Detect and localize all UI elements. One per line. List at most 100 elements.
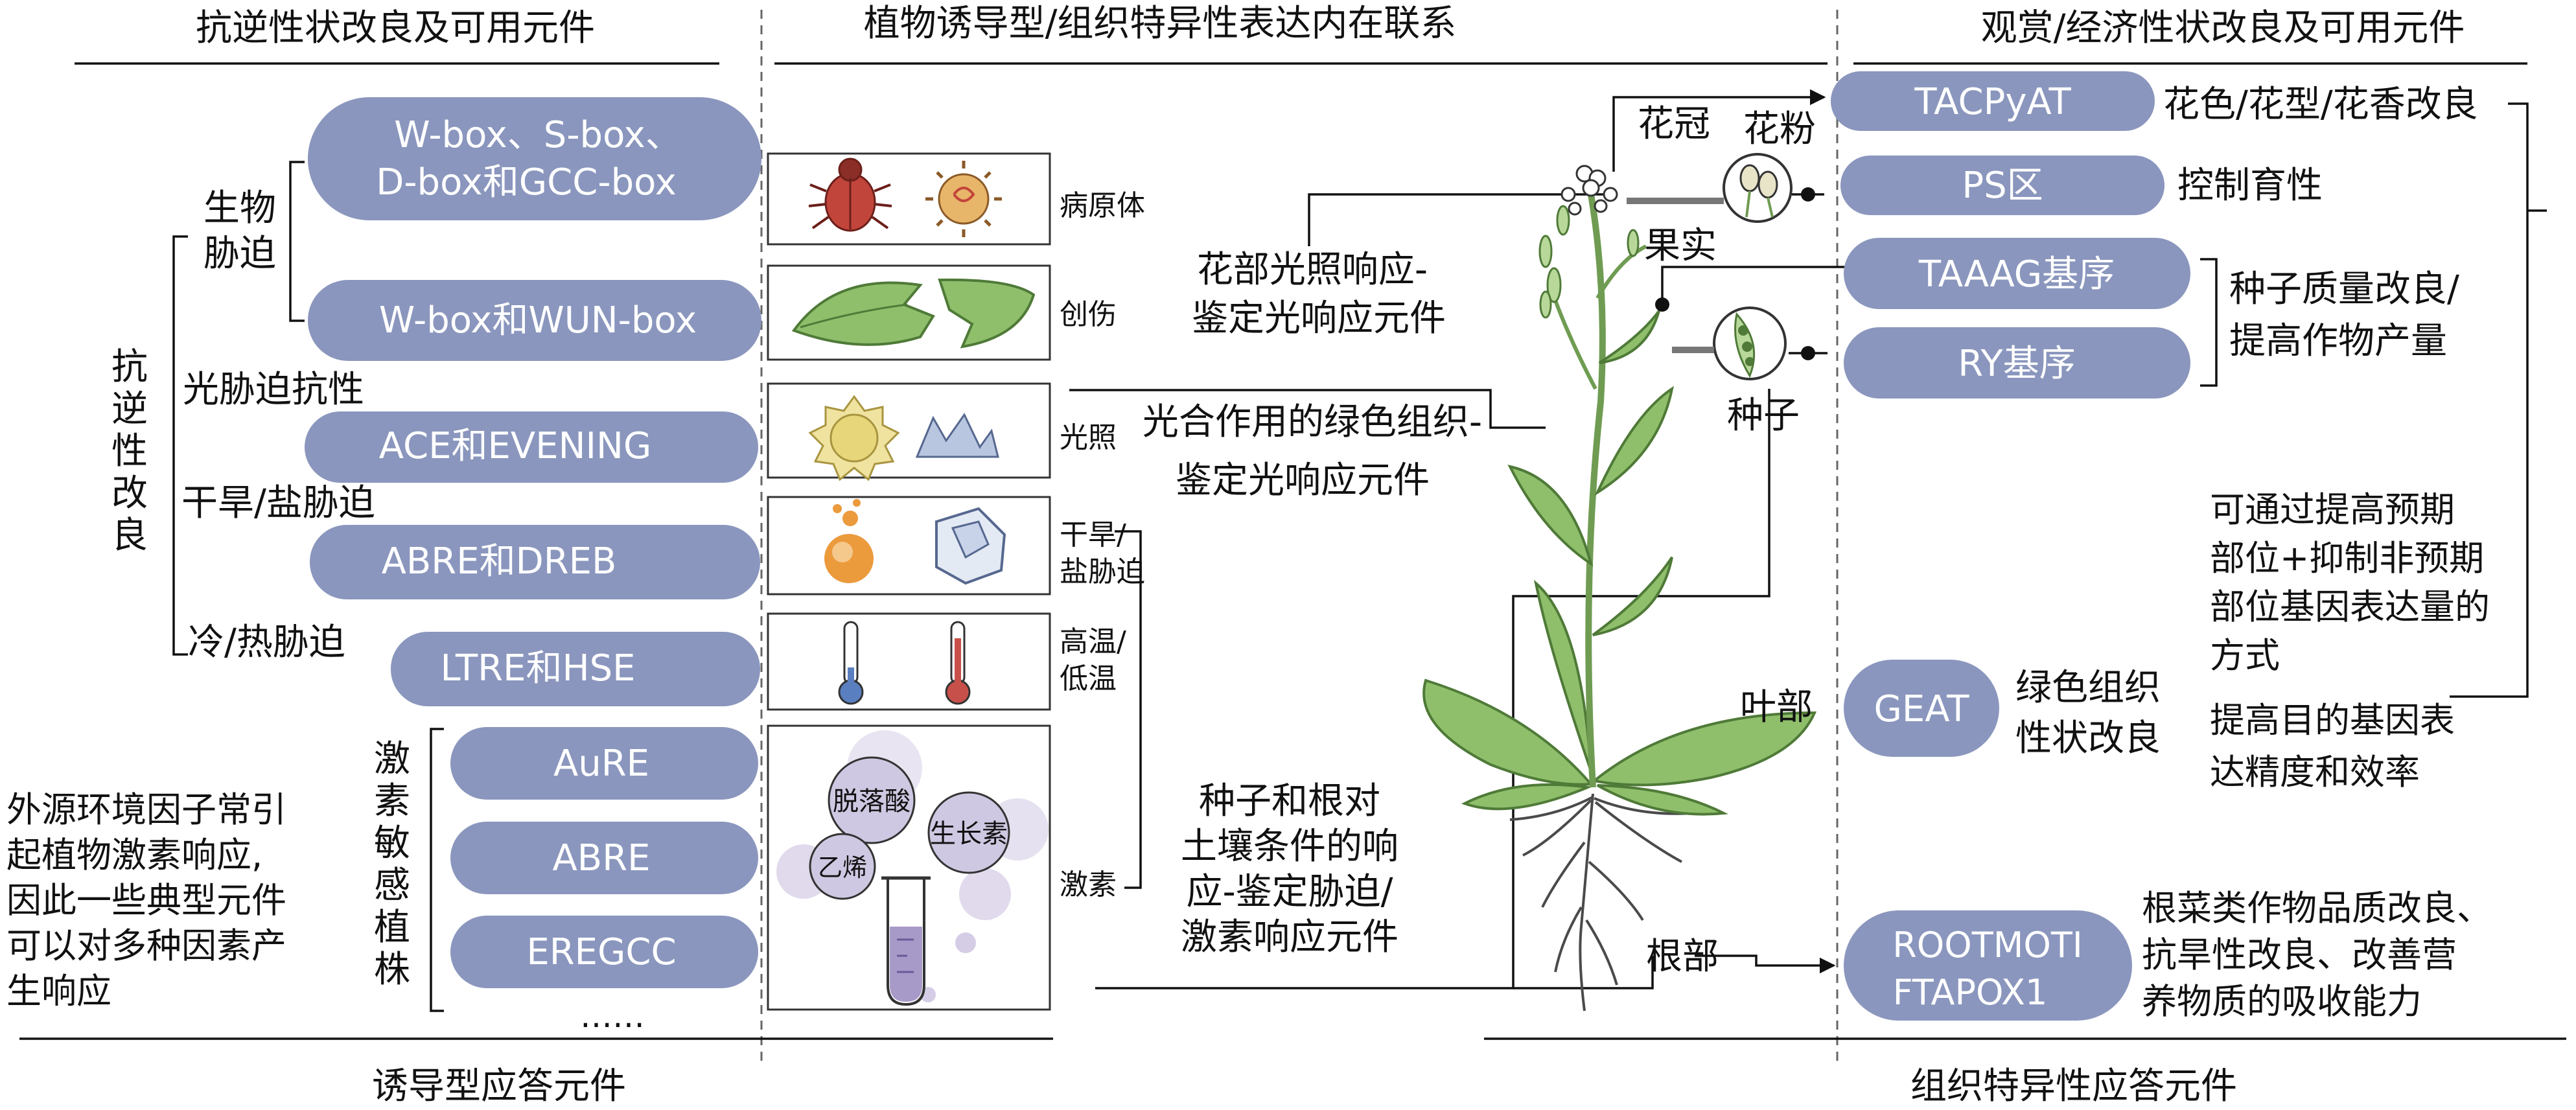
- light-stress-label: 光胁迫抗性: [183, 369, 364, 411]
- svg-text:起植物激素响应,: 起植物激素响应,: [6, 835, 262, 875]
- factor-bracket: [1115, 530, 1142, 889]
- svg-text:抗: 抗: [111, 346, 148, 388]
- right-outer-bracket: [2450, 102, 2529, 698]
- seed-quality-text-2: 提高作物产量: [2229, 320, 2447, 362]
- svg-text:ABRE: ABRE: [552, 837, 650, 879]
- seed-quality-bracket: [2200, 258, 2218, 387]
- factor-label-wound: 创伤: [1060, 298, 1117, 331]
- dot-pollen: [1801, 187, 1815, 202]
- svg-text:TACPyAT: TACPyAT: [1914, 81, 2071, 123]
- factor-box-temperature: [767, 612, 1051, 711]
- factor-label-drought-2: 盐胁迫: [1060, 555, 1145, 588]
- bug-icon: [808, 157, 892, 232]
- pill-ace: ACE和EVENING: [305, 411, 758, 483]
- pill-wbox: W-box、S-box、 D-box和GCC-box: [308, 97, 761, 220]
- svg-text:激素响应元件: 激素响应元件: [1181, 916, 1398, 958]
- seed-magnifier-icon: [1713, 306, 1787, 380]
- svg-text:部位基因表达量的: 部位基因表达量的: [2210, 586, 2490, 627]
- footer-left: 诱导型应答元件: [372, 1065, 626, 1107]
- svg-text:乙烯: 乙烯: [818, 853, 867, 882]
- svg-text:W-box和WUN-box: W-box和WUN-box: [379, 299, 697, 341]
- strategy-text: 可通过提高预期 部位+抑制非预期 部位基因表达量的 方式: [2210, 489, 2490, 676]
- svg-text:素: 素: [374, 780, 410, 822]
- svg-text:ACE和EVENING: ACE和EVENING: [379, 425, 652, 467]
- pill-tacpyat: TACPyAT: [1831, 71, 2155, 131]
- pill-abre: ABRE: [450, 822, 758, 894]
- pill-ps: PS区: [1840, 156, 2164, 215]
- arrow-fruit-taaag: [1661, 259, 1910, 301]
- test-tube-icon: [881, 876, 931, 1006]
- svg-text:株: 株: [374, 949, 410, 991]
- factor-label-drought-1: 干旱/: [1060, 518, 1126, 551]
- svg-text:ROOTMOTI: ROOTMOTI: [1892, 925, 2083, 965]
- footer-right: 组织特异性应答元件: [1910, 1065, 2237, 1107]
- svg-text:土壤条件的响: 土壤条件的响: [1181, 826, 1398, 868]
- pill-abre-dreb: ABRE和DREB: [310, 525, 760, 599]
- svg-text:性: 性: [111, 430, 148, 472]
- svg-text:敏: 敏: [374, 822, 410, 864]
- label-fruit: 果实: [1644, 225, 1717, 267]
- factor-label-pathogen: 病原体: [1060, 189, 1145, 222]
- torn-leaf-icon: [791, 278, 1036, 349]
- dot-fruit: [1655, 297, 1669, 312]
- precision-text-1: 提高目的基因表: [2210, 700, 2455, 741]
- dot-seed: [1801, 346, 1815, 360]
- arrow-corolla-tacpyat: [1612, 89, 1826, 172]
- pill-taaag: TAAAG基序: [1844, 238, 2190, 309]
- svg-text:脱落酸: 脱落酸: [833, 787, 911, 816]
- lightning-icon: [915, 413, 999, 458]
- svg-text:生响应: 生响应: [6, 971, 111, 1012]
- temp-stress-label: 冷/热胁迫: [188, 621, 345, 664]
- green-trait-text-1: 绿色组织: [2015, 667, 2161, 709]
- svg-text:根菜类作物品质改良、: 根菜类作物品质改良、: [2142, 888, 2492, 929]
- hormone-vertical-label: 激 素 敏 感 植 株: [374, 738, 410, 991]
- svg-text:LTRE和HSE: LTRE和HSE: [440, 647, 635, 689]
- flower-light-connector: [1308, 193, 1607, 246]
- svg-text:TAAAG基序: TAAAG基序: [1918, 253, 2115, 295]
- elements-ellipsis: ……: [580, 997, 645, 1035]
- fertility-text: 控制育性: [2177, 165, 2323, 207]
- left-main-bracket: [172, 235, 188, 656]
- arrow-root-rootmoti: [1695, 954, 1836, 974]
- salt-crystal-icon: [935, 507, 1006, 585]
- thermometer-cold-icon: [838, 621, 864, 705]
- svg-text:部位+抑制非预期: 部位+抑制非预期: [2210, 538, 2484, 579]
- header-left: 抗逆性状改良及可用元件: [196, 7, 595, 49]
- svg-text:激: 激: [374, 738, 410, 780]
- svg-text:FTAPOX1: FTAPOX1: [1893, 972, 2048, 1013]
- svg-text:方式: 方式: [2210, 635, 2280, 676]
- svg-text:抗旱性改良、改善营: 抗旱性改良、改善营: [2142, 934, 2457, 975]
- pill-eregcc: EREGCC: [450, 916, 758, 988]
- plant-illustration: [1422, 165, 1817, 1012]
- header-middle: 植物诱导型/组织特异性表达内在联系: [864, 3, 1457, 45]
- factor-box-light: [767, 382, 1051, 481]
- pill-ltre: LTRE和HSE: [391, 632, 760, 706]
- green-tissue-text-2: 鉴定光响应元件: [1176, 459, 1430, 502]
- pill-aure: AuRE: [450, 727, 758, 800]
- water-drop-icon: [824, 499, 874, 583]
- bio-stress-label-1: 生物: [203, 187, 276, 229]
- factor-label-hormone: 激素: [1060, 868, 1117, 901]
- hormone-bracket: [430, 728, 444, 1012]
- svg-text:应-鉴定胁迫/: 应-鉴定胁迫/: [1186, 871, 1393, 913]
- svg-text:感: 感: [374, 864, 410, 907]
- factor-label-temp-1: 高温/: [1060, 625, 1126, 658]
- flower-cluster: [1561, 165, 1618, 216]
- label-seed: 种子: [1727, 395, 1800, 437]
- flower-light-text-1: 花部光照响应-: [1197, 249, 1428, 291]
- svg-text:良: 良: [111, 515, 148, 557]
- svg-text:EREGCC: EREGCC: [526, 931, 676, 973]
- svg-text:因此一些典型元件: 因此一些典型元件: [6, 880, 286, 921]
- pill-geat: GEAT: [1844, 660, 1999, 757]
- factor-box-drought: [767, 496, 1051, 595]
- left-vertical-title: 抗 逆 性 改 良: [111, 346, 148, 557]
- pill-wun: W-box和WUN-box: [308, 280, 761, 361]
- svg-text:改: 改: [111, 472, 148, 515]
- svg-text:可通过提高预期: 可通过提高预期: [2210, 489, 2455, 530]
- label-leaf: 叶部: [1740, 686, 1813, 728]
- hormone-circle-aba: 脱落酸: [828, 756, 916, 844]
- hormone-circle-ethylene: 乙烯: [809, 833, 876, 900]
- svg-text:RY基序: RY基序: [1958, 343, 2076, 385]
- label-pollen: 花粉: [1743, 108, 1816, 150]
